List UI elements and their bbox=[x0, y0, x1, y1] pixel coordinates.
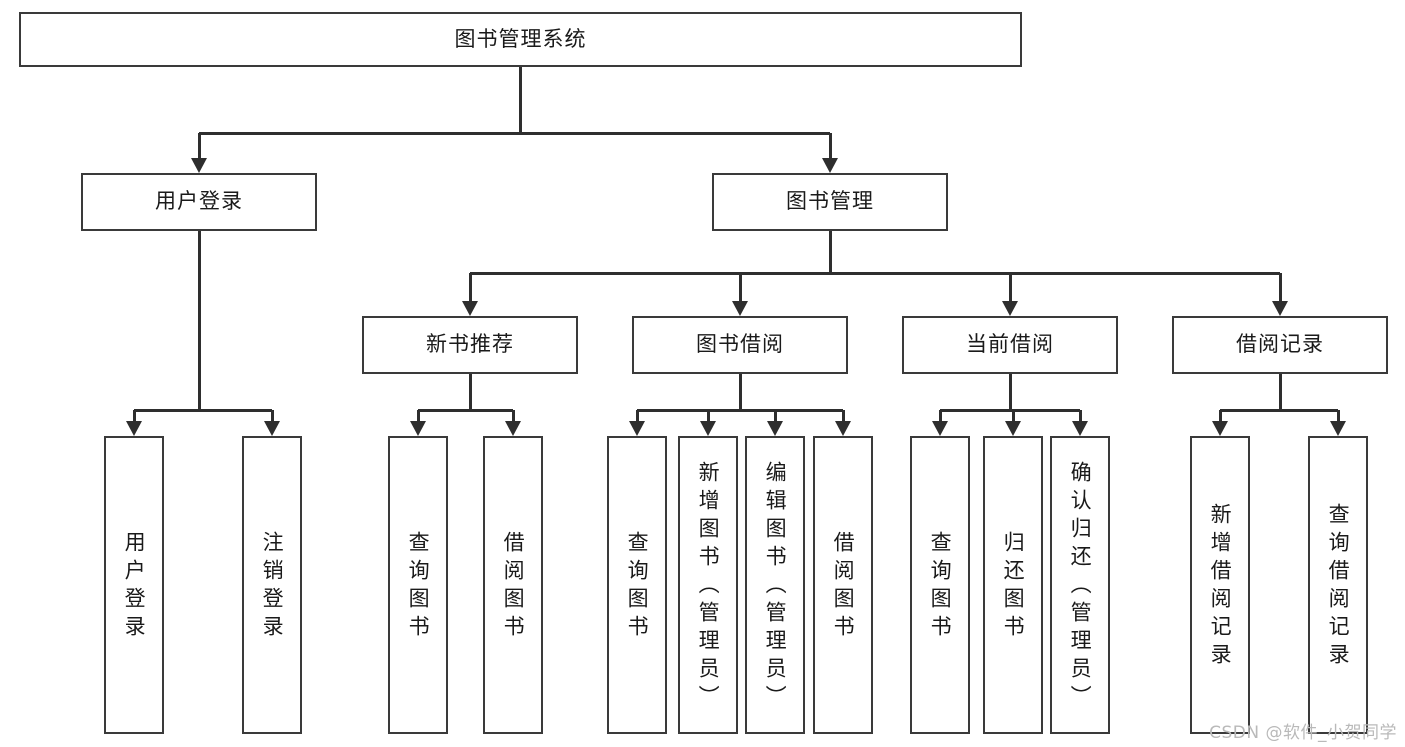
node-user-login[interactable]: 用户登录 bbox=[81, 173, 317, 231]
leaf-node-label: 查询借阅记录 bbox=[1326, 503, 1351, 671]
connector-vertical bbox=[197, 231, 201, 410]
connector-arrowhead-icon bbox=[410, 421, 426, 436]
leaf-node[interactable]: 查询图书 bbox=[910, 436, 970, 734]
leaf-node-label: 用户登录 bbox=[122, 531, 147, 643]
node-book-borrow[interactable]: 图书借阅 bbox=[632, 316, 848, 374]
leaf-node-label: 归还图书 bbox=[1001, 531, 1026, 643]
connector-vertical bbox=[416, 410, 420, 421]
connector-arrowhead-icon bbox=[1272, 301, 1288, 316]
connector-arrowhead-icon bbox=[191, 158, 207, 173]
connector-arrowhead-icon bbox=[1212, 421, 1228, 436]
connector-vertical bbox=[828, 133, 832, 158]
connector-vertical bbox=[519, 67, 522, 133]
connector-arrowhead-icon bbox=[1005, 421, 1021, 436]
node-root[interactable]: 图书管理系统 bbox=[19, 12, 1022, 67]
connector-arrowhead-icon bbox=[767, 421, 783, 436]
connector-arrowhead-icon bbox=[932, 421, 948, 436]
connector-arrowhead-icon bbox=[462, 301, 478, 316]
connector-vertical bbox=[1011, 410, 1015, 421]
connector-horizontal bbox=[637, 408, 843, 412]
connector-vertical bbox=[1278, 374, 1282, 410]
connector-arrowhead-icon bbox=[1330, 421, 1346, 436]
node-user-login-label: 用户登录 bbox=[155, 189, 243, 214]
leaf-node-label: 编辑图书（管理员） bbox=[763, 461, 788, 713]
node-book-borrow-label: 图书借阅 bbox=[696, 332, 784, 357]
connector-vertical bbox=[828, 231, 832, 273]
connector-horizontal bbox=[470, 271, 1280, 275]
connector-arrowhead-icon bbox=[126, 421, 142, 436]
connector-vertical bbox=[197, 133, 201, 158]
leaf-node-label: 注销登录 bbox=[260, 531, 285, 643]
leaf-node-label: 新增图书（管理员） bbox=[696, 461, 721, 713]
leaf-node-label: 借阅图书 bbox=[831, 531, 856, 643]
connector-vertical bbox=[738, 374, 742, 410]
connector-arrowhead-icon bbox=[264, 421, 280, 436]
leaf-node-label: 确认归还（管理员） bbox=[1068, 461, 1093, 713]
connector-vertical bbox=[635, 410, 639, 421]
leaf-node[interactable]: 归还图书 bbox=[983, 436, 1043, 734]
connector-horizontal bbox=[940, 408, 1080, 412]
connector-horizontal bbox=[1220, 408, 1338, 412]
leaf-node[interactable]: 借阅图书 bbox=[483, 436, 543, 734]
connector-arrowhead-icon bbox=[822, 158, 838, 173]
leaf-node[interactable]: 注销登录 bbox=[242, 436, 302, 734]
connector-vertical bbox=[938, 410, 942, 421]
leaf-node-label: 查询图书 bbox=[625, 531, 650, 643]
connector-vertical bbox=[270, 410, 274, 421]
connector-vertical bbox=[1336, 410, 1340, 421]
node-borrow-record-label: 借阅记录 bbox=[1236, 332, 1324, 357]
connector-horizontal bbox=[134, 408, 272, 412]
leaf-node-label: 新增借阅记录 bbox=[1208, 503, 1233, 671]
connector-arrowhead-icon bbox=[1072, 421, 1088, 436]
connector-vertical bbox=[1008, 273, 1012, 301]
leaf-node[interactable]: 查询借阅记录 bbox=[1308, 436, 1368, 734]
connector-vertical bbox=[773, 410, 777, 421]
node-current-borrow-label: 当前借阅 bbox=[966, 332, 1054, 357]
connector-vertical bbox=[1008, 374, 1012, 410]
connector-vertical bbox=[511, 410, 515, 421]
node-book-management-label: 图书管理 bbox=[786, 189, 874, 214]
connector-vertical bbox=[738, 273, 742, 301]
connector-arrowhead-icon bbox=[732, 301, 748, 316]
node-new-book-recommend[interactable]: 新书推荐 bbox=[362, 316, 578, 374]
leaf-node[interactable]: 用户登录 bbox=[104, 436, 164, 734]
connector-vertical bbox=[1278, 273, 1282, 301]
connector-vertical bbox=[132, 410, 136, 421]
node-root-label: 图书管理系统 bbox=[454, 26, 587, 51]
connector-arrowhead-icon bbox=[505, 421, 521, 436]
connector-horizontal bbox=[199, 131, 830, 135]
leaf-node-label: 查询图书 bbox=[406, 531, 431, 643]
leaf-node-label: 借阅图书 bbox=[501, 531, 526, 643]
leaf-node[interactable]: 借阅图书 bbox=[813, 436, 873, 734]
node-borrow-record[interactable]: 借阅记录 bbox=[1172, 316, 1388, 374]
connector-vertical bbox=[1218, 410, 1222, 421]
node-new-book-recommend-label: 新书推荐 bbox=[426, 332, 514, 357]
connector-arrowhead-icon bbox=[835, 421, 851, 436]
leaf-node[interactable]: 编辑图书（管理员） bbox=[745, 436, 805, 734]
connector-vertical bbox=[468, 374, 472, 410]
connector-arrowhead-icon bbox=[700, 421, 716, 436]
node-current-borrow[interactable]: 当前借阅 bbox=[902, 316, 1118, 374]
leaf-node[interactable]: 查询图书 bbox=[388, 436, 448, 734]
leaf-node-label: 查询图书 bbox=[928, 531, 953, 643]
connector-vertical bbox=[1078, 410, 1082, 421]
connector-arrowhead-icon bbox=[1002, 301, 1018, 316]
connector-vertical bbox=[841, 410, 845, 421]
leaf-node[interactable]: 新增借阅记录 bbox=[1190, 436, 1250, 734]
connector-arrowhead-icon bbox=[629, 421, 645, 436]
connector-vertical bbox=[706, 410, 710, 421]
connector-horizontal bbox=[418, 408, 513, 412]
connector-vertical bbox=[468, 273, 472, 301]
leaf-node[interactable]: 查询图书 bbox=[607, 436, 667, 734]
leaf-node[interactable]: 新增图书（管理员） bbox=[678, 436, 738, 734]
leaf-node[interactable]: 确认归还（管理员） bbox=[1050, 436, 1110, 734]
node-book-management[interactable]: 图书管理 bbox=[712, 173, 948, 231]
